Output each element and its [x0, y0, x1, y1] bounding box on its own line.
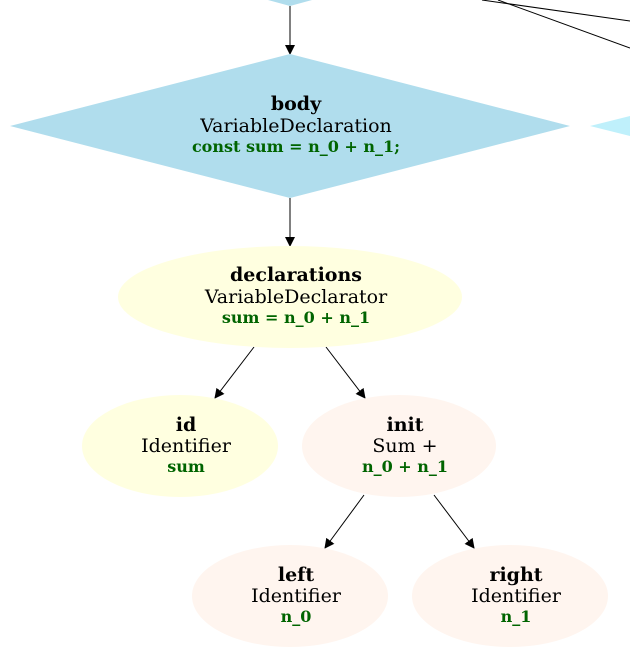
edge-offscreen-2 [497, 0, 630, 49]
node-body-role: body [271, 93, 322, 115]
node-left-shape [192, 545, 388, 647]
sibling-diamond-partial [590, 116, 630, 136]
node-right-shape [412, 545, 608, 647]
edge-init-right [433, 494, 475, 549]
node-id-type: Identifier [141, 435, 232, 457]
node-left-role: left [278, 564, 314, 586]
node-init-role: init [386, 414, 423, 436]
node-left-type: Identifier [251, 585, 342, 607]
node-right-code: n_1 [501, 607, 532, 626]
node-right[interactable]: right Identifier n_1 [412, 545, 608, 647]
node-declarations-shape [118, 246, 462, 348]
node-left-code: n_0 [281, 607, 312, 626]
node-body-type: VariableDeclaration [199, 115, 392, 137]
node-id-shape [82, 395, 278, 497]
node-id-role: id [176, 414, 197, 436]
node-id-code: sum [167, 457, 205, 476]
node-declarations-type: VariableDeclarator [204, 286, 388, 308]
node-init-shape [302, 395, 496, 497]
node-left[interactable]: left Identifier n_0 [192, 545, 388, 647]
edge-offscreen-1 [481, 0, 630, 22]
node-body[interactable]: body VariableDeclaration const sum = n_0… [10, 54, 570, 198]
edge-init-left [324, 494, 365, 549]
node-right-type: Identifier [471, 585, 562, 607]
node-right-role: right [489, 564, 542, 586]
node-init-type: Sum + [372, 435, 437, 457]
edge-declarations-init [325, 346, 366, 399]
node-declarations[interactable]: declarations VariableDeclarator sum = n_… [118, 246, 462, 348]
node-declarations-role: declarations [230, 264, 362, 286]
node-id[interactable]: id Identifier sum [82, 395, 278, 497]
node-body-shape [10, 54, 570, 198]
node-declarations-code: sum = n_0 + n_1 [222, 308, 370, 327]
edge-declarations-id [214, 346, 255, 399]
node-init-code: n_0 + n_1 [362, 457, 448, 476]
node-body-code: const sum = n_0 + n_1; [192, 137, 400, 156]
parent-diamond-partial [268, 0, 312, 6]
node-init[interactable]: init Sum + n_0 + n_1 [302, 395, 496, 497]
